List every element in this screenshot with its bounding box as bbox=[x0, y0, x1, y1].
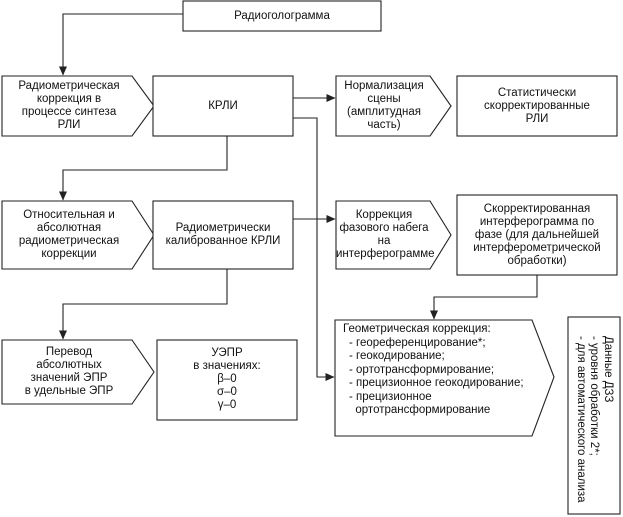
uepr-value: β–0 bbox=[217, 373, 237, 385]
dzz-data-item: - для автоматического анализа bbox=[575, 336, 587, 503]
text-line: интерферограмме bbox=[336, 248, 435, 260]
text-line: часть) bbox=[367, 119, 401, 131]
corrected-interferogram-box bbox=[456, 194, 618, 276]
text-line: в удельные ЭПР bbox=[24, 385, 114, 397]
phase-correction-label: Коррекция фазового набега на интерферогр… bbox=[336, 209, 435, 261]
calibrated-krli-label: Радиометрически калиброванное КРЛИ bbox=[153, 222, 293, 248]
krli-label: КРЛИ bbox=[208, 100, 238, 112]
radiohologram-box bbox=[182, 0, 382, 32]
relative-absolute-correction-label: Относительная и абсолютная радиометричес… bbox=[4, 209, 134, 261]
uepr-title-line: в значениях: bbox=[193, 360, 261, 372]
dzz-data-title: Данные ДЗЗ bbox=[602, 336, 614, 403]
text-line: фазе (для дальнейшей bbox=[474, 229, 600, 241]
geometric-correction-item: - геореференцирование*; bbox=[349, 336, 486, 349]
text-line: скорректированные bbox=[484, 100, 590, 112]
text-line: Перевод bbox=[45, 346, 93, 358]
corrected-interferogram-label: Скорректированная интерферограмма по фаз… bbox=[457, 203, 617, 268]
text-line: Коррекция bbox=[355, 209, 413, 221]
geometric-correction-label: Геометрическая коррекция: - геореференци… bbox=[343, 323, 533, 418]
uepr-label: УЭПР в значениях: β–0 σ–0 γ–0 bbox=[157, 347, 297, 412]
connector-radiohologram bbox=[59, 13, 183, 76]
text-line: процессе синтеза bbox=[21, 106, 117, 118]
text-line: РЛИ bbox=[525, 113, 549, 125]
text-line: абсолютная bbox=[36, 222, 102, 234]
geometric-correction-box bbox=[334, 319, 555, 437]
scene-normalization-box bbox=[335, 75, 452, 137]
text-line: обработки) bbox=[507, 255, 567, 267]
text-line: Радиометрически bbox=[175, 222, 271, 234]
relative-absolute-correction-box bbox=[1, 200, 155, 270]
epr-conversion-box bbox=[1, 339, 155, 405]
text-line: РЛИ bbox=[57, 119, 81, 131]
text-line: Радиометрическая bbox=[18, 80, 120, 92]
connector-interferogram-geometric bbox=[430, 275, 538, 320]
statistically-corrected-box bbox=[456, 75, 618, 137]
phase-correction-box bbox=[335, 200, 452, 270]
text-line: фазового набега bbox=[339, 222, 429, 234]
connector-krli-geometric bbox=[293, 117, 335, 381]
text-line: Относительная и bbox=[23, 209, 115, 221]
scene-normalization-label: Нормализация сцены (амплитудная часть) bbox=[336, 80, 432, 132]
text-line: Статистически bbox=[497, 87, 577, 99]
dzz-data-label: Данные ДЗЗ - уровня обработки 2*; - для … bbox=[574, 336, 614, 503]
dzz-data-box bbox=[567, 316, 621, 515]
text-line: значений ЭПР bbox=[30, 372, 108, 384]
geometric-correction-item: - прецизионное геокодирование; bbox=[349, 377, 524, 389]
text-line: интерферограмма по bbox=[479, 216, 595, 228]
calibrated-krli-box bbox=[152, 200, 294, 270]
geometric-correction-item: ортотрансформирование bbox=[349, 404, 491, 416]
epr-conversion-label: Перевод абсолютных значений ЭПР в удельн… bbox=[4, 346, 134, 398]
connector-krli-row2 bbox=[59, 136, 228, 201]
text-line: коррекция в bbox=[36, 93, 102, 105]
text-line: интерферометрической bbox=[473, 242, 601, 254]
connector-calibrated-row3 bbox=[59, 269, 228, 340]
statistically-corrected-label: Статистически скорректированные РЛИ bbox=[457, 87, 617, 126]
uepr-value: σ–0 bbox=[217, 386, 237, 398]
krli-box bbox=[152, 75, 294, 137]
text-line: сцены bbox=[367, 93, 401, 105]
geometric-correction-title: Геометрическая коррекция: bbox=[343, 323, 491, 335]
text-line: калиброванное КРЛИ bbox=[165, 235, 281, 247]
text-line: на bbox=[377, 235, 391, 247]
dzz-data-item: - уровня обработки 2*; bbox=[588, 336, 601, 456]
text-line: Скорректированная bbox=[483, 203, 591, 215]
text-line: Нормализация bbox=[344, 80, 424, 92]
radiohologram-label: Радиоголограмма bbox=[234, 10, 330, 22]
text-line: (амплитудная bbox=[347, 106, 421, 118]
geometric-correction-item: - прецизионное bbox=[349, 390, 432, 403]
uepr-title-line: УЭПР bbox=[211, 347, 243, 359]
uepr-box bbox=[156, 339, 298, 421]
geometric-correction-item: - ортотрансформирование; bbox=[349, 363, 495, 376]
radiometric-correction-synthesis-box bbox=[1, 75, 155, 137]
uepr-value: γ–0 bbox=[217, 399, 237, 411]
text-line: абсолютных bbox=[36, 359, 102, 371]
radiometric-correction-synthesis-label: Радиометрическая коррекция в процессе си… bbox=[4, 80, 134, 132]
geometric-correction-item: - геокодирование; bbox=[349, 350, 445, 362]
text-line: радиометрическая bbox=[18, 235, 120, 247]
text-line: коррекции bbox=[41, 248, 97, 260]
